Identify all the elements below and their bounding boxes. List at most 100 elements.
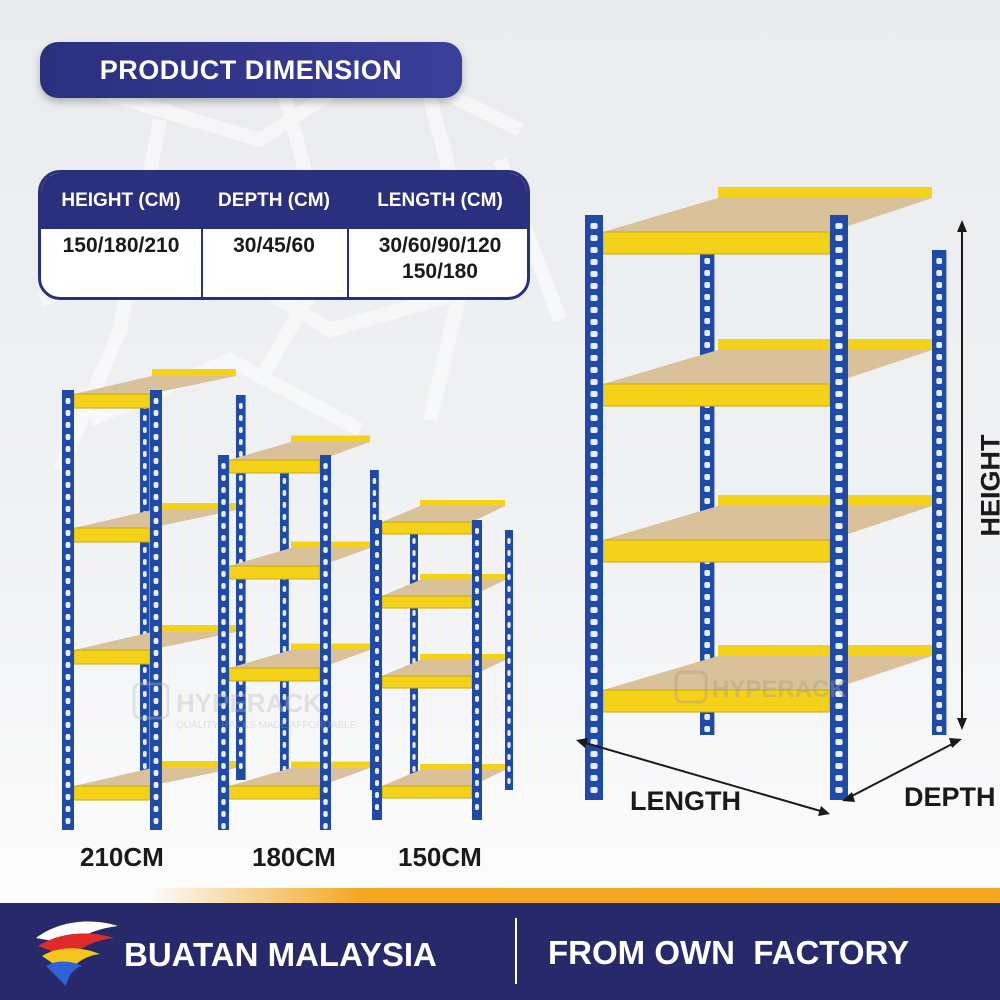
shelf-back-beam: [291, 435, 370, 442]
footer-accent-stripe: [150, 888, 1000, 904]
page-title: PRODUCT DIMENSION: [40, 42, 462, 98]
upright-holes: [65, 398, 71, 824]
shelf-front-beam: [73, 649, 151, 665]
value-length: 30/60/90/120 150/180: [347, 233, 527, 285]
shelf-back-beam: [152, 503, 236, 510]
depth-label: DEPTH: [904, 782, 996, 812]
rack-label-180: 180CM: [252, 842, 336, 872]
upright-post: [372, 520, 382, 820]
shelf-back-beam: [420, 574, 505, 580]
shelf-back-beam: [420, 500, 505, 506]
value-length-line-1: 30/60/90/120: [378, 234, 502, 257]
upright-holes: [153, 398, 159, 824]
shelf-front-beam: [602, 539, 831, 563]
shelf-board: [382, 770, 505, 786]
shelf-front-beam: [381, 595, 473, 609]
upright-post: [830, 215, 848, 800]
rack-210cm: [62, 369, 246, 830]
dimension-table: HEIGHT (CM) DEPTH (CM) LENGTH (CM) 150/1…: [38, 170, 530, 300]
header-height: HEIGHT (CM): [61, 190, 181, 211]
upright-post: [280, 470, 289, 790]
shelf-front-beam: [228, 785, 321, 800]
upright-holes: [507, 538, 511, 784]
rack-illustration: HYPERACK QUALITY RACKS MADE AFFORDABLE H…: [62, 187, 967, 830]
value-depth: 30/45/60: [233, 234, 315, 257]
shelf-back-beam: [718, 187, 932, 198]
header-depth: DEPTH (CM): [218, 190, 330, 211]
upright-holes: [590, 223, 598, 793]
shelf-front-beam: [73, 527, 151, 543]
footer-divider: [515, 918, 517, 984]
watermark-brand: HYPERACK: [176, 688, 322, 718]
length-label: LENGTH: [630, 786, 741, 816]
upright-post: [320, 455, 331, 830]
column-divider: [201, 173, 203, 297]
shelf-front-beam: [381, 521, 473, 535]
height-label: HEIGHT: [975, 434, 1000, 537]
height-dimension-arrow: [957, 220, 967, 730]
upright-holes: [936, 258, 943, 732]
depth-dimension-arrow: [842, 738, 962, 802]
shelf-front-beam: [73, 393, 151, 409]
column-divider: [347, 173, 349, 297]
upright-holes: [221, 463, 226, 829]
shelf-back-beam: [152, 761, 236, 768]
table-header-row: [41, 173, 527, 229]
value-length-line-2: 150/180: [402, 260, 478, 283]
shelf-front-beam: [602, 383, 831, 407]
shelf-back-beam: [420, 764, 505, 770]
shelf-board: [603, 198, 932, 232]
upright-post: [218, 455, 229, 830]
watermark-tagline: QUALITY RACKS MADE AFFORDABLE: [176, 720, 357, 731]
upright-post: [62, 390, 74, 830]
rack-180cm: [218, 435, 379, 830]
upright-post: [472, 520, 482, 820]
shelf-front-beam: [602, 231, 831, 255]
shelf-board: [229, 548, 370, 566]
malaysia-flag-icon: [36, 921, 118, 986]
shelf-board: [603, 350, 932, 384]
watermark-right: HYPERACK: [674, 670, 847, 704]
footer-bar: [0, 903, 1000, 1000]
shelf-board: [603, 506, 932, 540]
upright-post: [585, 215, 603, 800]
shelf-front-beam: [228, 459, 321, 474]
upright-post: [932, 250, 947, 735]
shelf-board: [229, 768, 370, 786]
footer-made-in-malaysia: BUATAN MALAYSIA: [124, 936, 437, 973]
upright-post: [150, 390, 162, 830]
shelf-board: [382, 506, 505, 522]
shelf-board: [382, 660, 505, 676]
upright-holes: [835, 223, 843, 793]
shelf-board: [229, 442, 370, 460]
header-length: LENGTH (CM): [377, 190, 503, 211]
rack-label-150: 150CM: [398, 842, 482, 872]
rack-150cm: [372, 500, 513, 820]
value-height: 150/180/210: [62, 234, 180, 257]
upright-holes: [375, 528, 379, 810]
shelf-back-beam: [152, 625, 236, 632]
upright-holes: [412, 538, 416, 784]
shelf-back-beam: [718, 645, 932, 656]
shelf-front-beam: [228, 565, 321, 580]
shelf-board: [603, 656, 932, 690]
shelf-board: [74, 376, 236, 394]
upright-holes: [323, 463, 328, 829]
length-dimension-arrow: [576, 738, 830, 816]
rack-large: [585, 187, 947, 800]
shelf-front-beam: [381, 675, 473, 689]
upright-holes: [475, 528, 479, 810]
footer-own-factory: FROM OWN FACTORY: [548, 934, 910, 971]
shelf-board: [229, 650, 370, 668]
watermark-brand-right: HYPERACK: [712, 676, 847, 703]
shelf-back-beam: [152, 369, 236, 376]
shelf-back-beam: [718, 339, 932, 350]
shelf-front-beam: [228, 667, 321, 682]
shelf-front-beam: [73, 785, 151, 801]
shelf-back-beam: [420, 654, 505, 660]
rack-label-210: 210CM: [80, 842, 164, 872]
shelf-board: [382, 580, 505, 596]
shelf-front-beam: [381, 785, 473, 799]
watermark-left: HYPERACK QUALITY RACKS MADE AFFORDABLE: [132, 682, 357, 731]
